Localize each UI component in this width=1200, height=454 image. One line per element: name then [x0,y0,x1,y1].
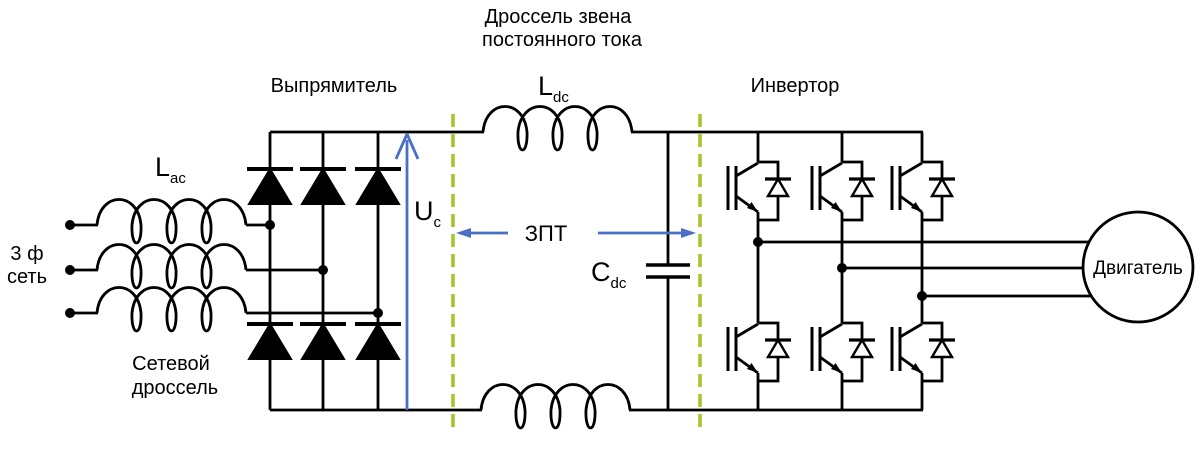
zpt-left-arrow-head [456,228,471,238]
ldc-coil-top [481,105,634,152]
zpt-label: ЗПТ [525,221,568,246]
ldc-label: Ldc [538,71,569,106]
inverter-bridge [726,132,957,410]
phase2-junction-dot [318,265,328,275]
lac-coil-phase2 [95,243,248,290]
ldc-label-sub: dc [553,89,569,106]
uc-label: Uc [414,196,442,231]
grid-label-line2: сеть [7,266,47,288]
igbt-module [726,321,793,383]
zpt-right-arrow-head [681,228,696,238]
uc-label-base: U [414,196,434,226]
cdc-label: Cdc [591,257,627,292]
phase3-junction-dot [373,308,383,318]
motor-circle [1081,210,1195,324]
rectifier-diode [245,167,295,206]
rectifier-bridge [245,132,403,410]
rectifier-diode [245,322,295,361]
rectifier-diode [298,167,348,206]
motor [758,210,1195,324]
uc-voltage-arrow [394,133,420,410]
uc-label-sub: c [434,214,442,231]
rectifier-diode [298,322,348,361]
inverter-label: Инвертор [751,75,840,97]
ldc-coil-bottom [479,383,632,430]
lac-label-base: L [155,152,170,182]
uc-arrow-head [394,133,420,160]
three-phase-input [65,220,98,318]
labels-layer: Дроссель звена постоянного тока Выпрямит… [7,6,1183,399]
line-choke-label-line2: дроссель [132,377,218,399]
dc-choke-title-line2: постоянного тока [482,29,643,51]
rectifier-diode [353,167,403,206]
motor-label: Двигатель [1093,258,1183,279]
lac-label-sub: ac [170,170,186,187]
dc-choke-title-line1: Дроссель звена [485,6,633,28]
grid-label-line1: 3 ф [10,243,43,265]
igbt-module [726,160,793,222]
zpt-span-arrows [456,228,696,238]
rectifier-label: Выпрямитель [271,75,398,97]
dc-bus [270,130,923,412]
lac-label: Lac [155,152,186,187]
igbt-module [810,160,877,222]
phase1-junction-dot [265,220,275,230]
phase-to-bridge-wires [246,223,378,315]
cdc-label-base: C [591,257,611,287]
cdc-label-sub: dc [611,275,627,292]
line-choke-label-line1: Сетевой [132,353,210,375]
rectifier-diode [353,322,403,361]
igbt-module [810,321,877,383]
igbt-module [890,321,957,383]
motor-phase-wires [758,240,1091,298]
lac-coil-phase1 [95,198,248,245]
line-reactor-lac [95,198,378,333]
dc-link-capacitor [646,132,690,410]
phase-input-stubs [70,223,98,315]
lac-coil-phase3 [95,286,248,333]
ldc-label-base: L [538,71,553,101]
dc-link-boundaries [451,114,702,433]
igbt-module [890,160,957,222]
